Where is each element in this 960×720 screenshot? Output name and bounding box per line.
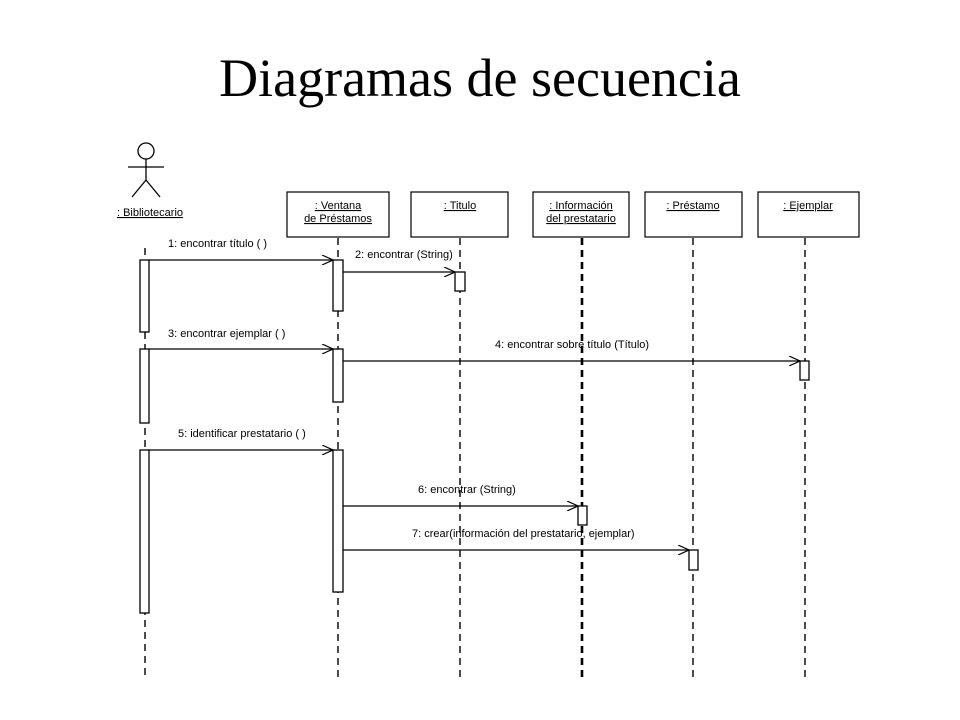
activation-info [577,505,588,526]
object-ejemplar: : Ejemplar [757,191,860,238]
message-label-6: 6: encontrar (String) [418,484,516,496]
object-prestamo-line1: : Préstamo [666,200,719,212]
object-ventana-line2: de Préstamos [304,213,372,225]
object-info-line1: : Información [549,200,613,212]
activation-actor-3 [139,449,150,614]
activation-ejemplar [799,360,810,381]
actor-label: : Bibliotecario [117,207,183,219]
object-ejemplar-line1: : Ejemplar [783,200,833,212]
message-label-7: 7: crear(información del prestatario, ej… [412,528,635,540]
message-label-1: 1: encontrar título ( ) [168,238,267,250]
object-info: : Información del prestatario [532,191,630,238]
message-label-4: 4: encontrar sobre título (Título) [495,339,649,351]
activation-ventana-2 [332,348,344,403]
activation-actor-1 [139,259,150,333]
object-titulo-line1: : Titulo [444,200,476,212]
object-prestamo: : Préstamo [644,191,743,238]
object-ventana-line1: : Ventana [315,200,362,212]
object-titulo: : Titulo [410,191,509,238]
slide-title: Diagramas de secuencia [219,48,741,108]
message-label-5: 5: identificar prestatario ( ) [178,428,306,440]
activation-actor-2 [139,348,150,424]
message-label-3: 3: encontrar ejemplar ( ) [168,328,285,340]
activation-ventana-1 [332,259,344,312]
actor-figure [128,142,164,198]
object-info-line2: del prestatario [546,213,616,225]
message-label-2: 2: encontrar (String) [355,249,453,261]
activation-ventana-3 [332,449,344,593]
object-ventana: : Ventana de Préstamos [286,191,390,238]
activation-titulo [454,271,466,292]
activation-prestamo [688,549,699,571]
